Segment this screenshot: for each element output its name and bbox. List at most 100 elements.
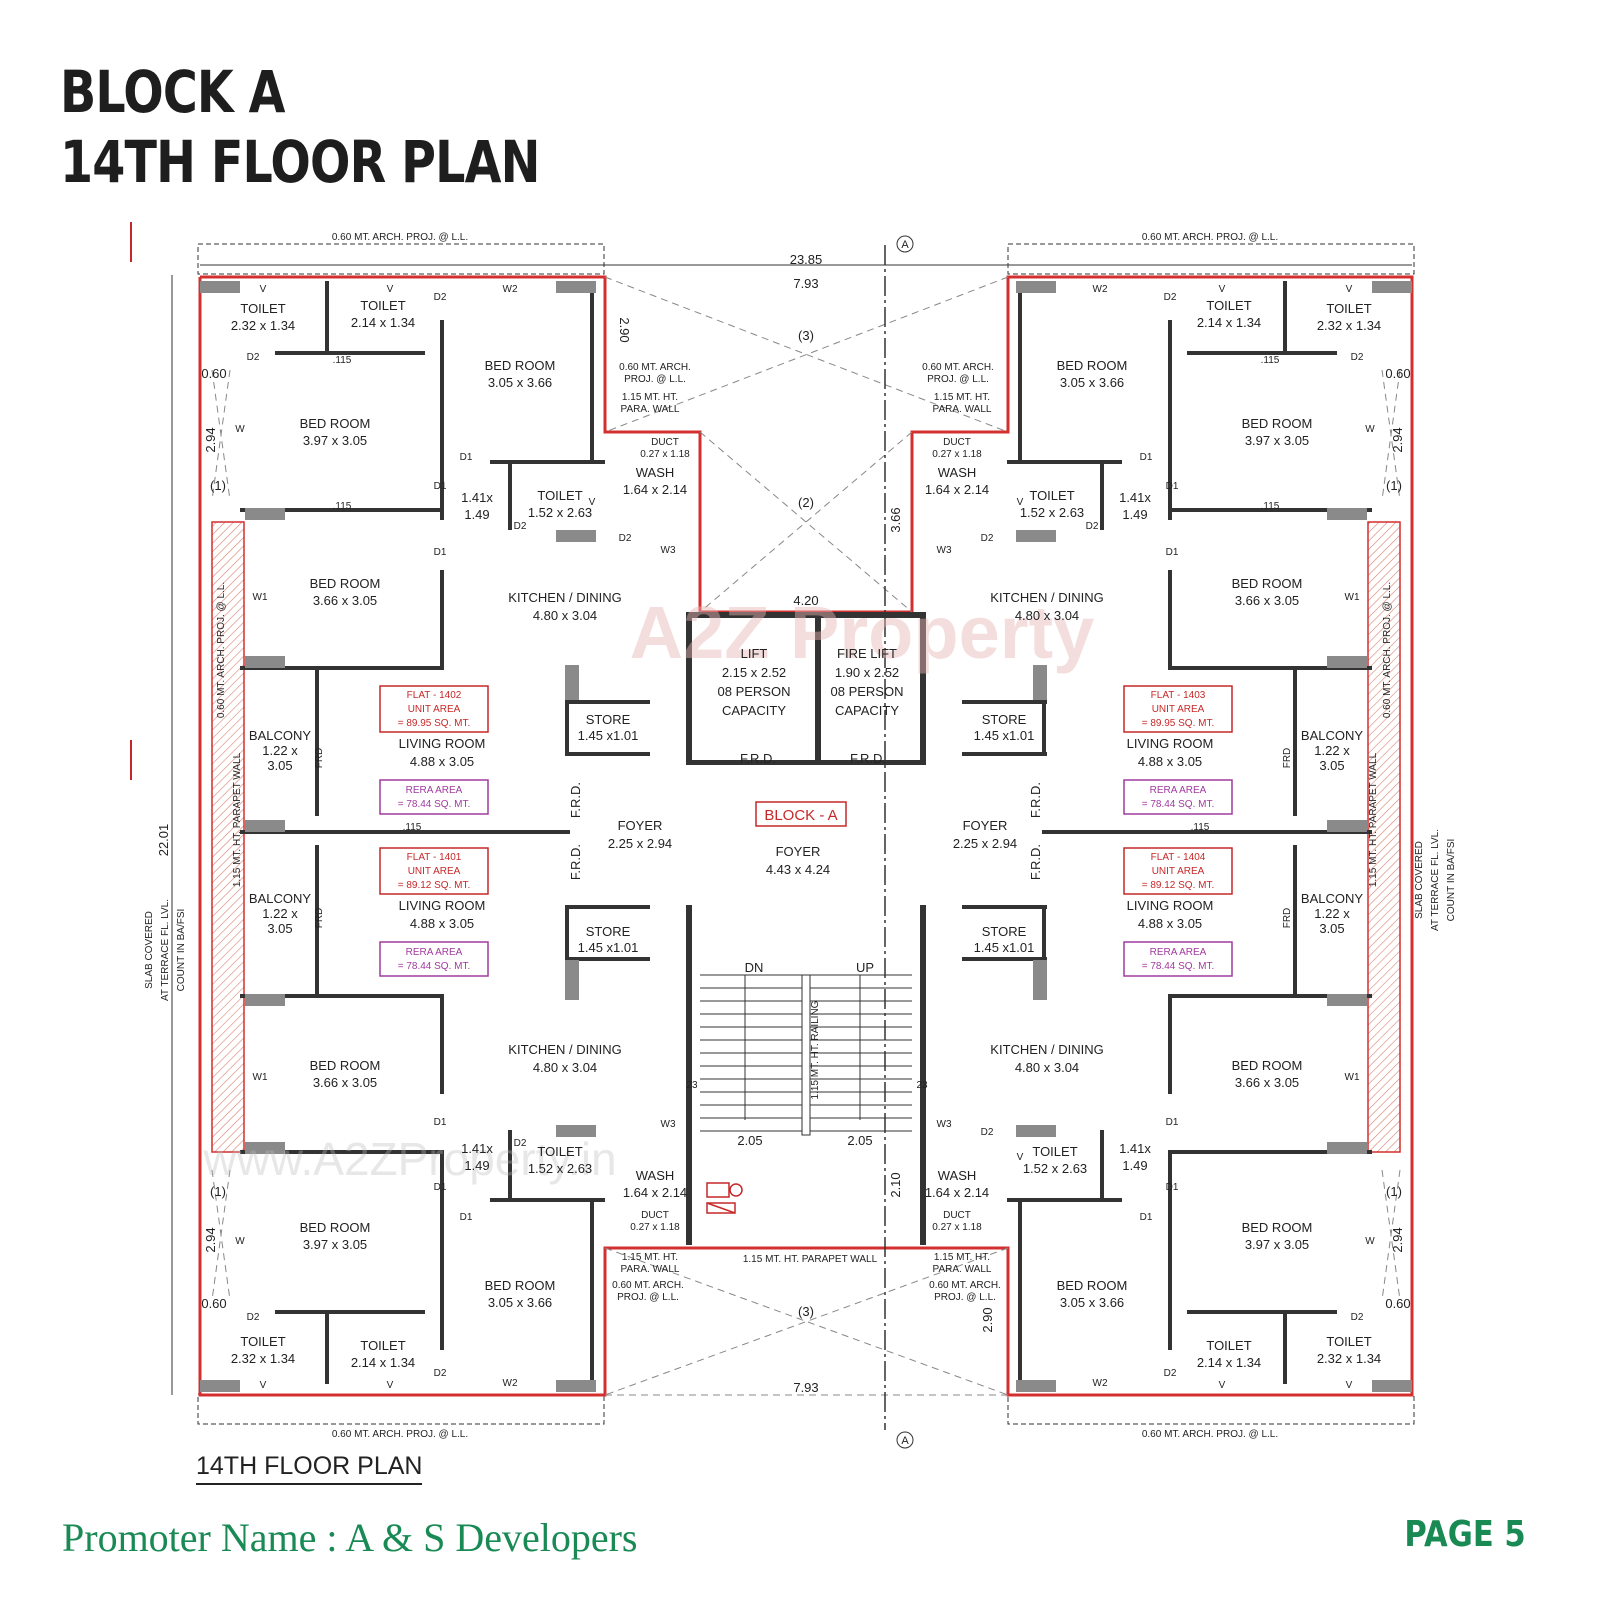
flat-rera-area: = 78.44 SQ. MT. <box>1142 961 1215 972</box>
room-dim: 2.14 x 1.34 <box>1197 1355 1261 1370</box>
dim-060: 0.60 <box>1385 1296 1410 1311</box>
frd-label: F.R.D. <box>1028 782 1043 818</box>
room-dim: 1.64 x 2.14 <box>623 482 687 497</box>
room-label: TOILET <box>537 488 582 503</box>
void-1: (1) <box>210 478 226 493</box>
room-dim: 3.66 x 3.05 <box>313 593 377 608</box>
room-label: BED ROOM <box>300 416 371 431</box>
window-tag: W3 <box>937 545 952 556</box>
room-label: TOILET <box>537 1144 582 1159</box>
passage: 1.49 <box>1122 507 1147 522</box>
room-dim: 4.80 x 3.04 <box>533 1060 597 1075</box>
room-dim: 3.66 x 3.05 <box>1235 593 1299 608</box>
room-dim: 2.14 x 1.34 <box>351 1355 415 1370</box>
dim-060: 0.60 <box>201 366 226 381</box>
window-tag: W2 <box>1093 284 1108 295</box>
stair-dn: DN <box>745 960 764 975</box>
room-label: TOILET <box>240 301 285 316</box>
room-label: BED ROOM <box>310 1058 381 1073</box>
vent-tag: V <box>387 1380 394 1391</box>
dim-23: 23 <box>916 1080 928 1091</box>
dim-060: 0.60 <box>201 1296 226 1311</box>
vent-tag: V <box>1219 1380 1226 1391</box>
door-tag: D1 <box>434 1117 447 1128</box>
room-label: TOILET <box>360 1338 405 1353</box>
window-tag: W <box>1365 424 1375 435</box>
flat-rera-label: RERA AREA <box>1150 785 1207 796</box>
room-label: KITCHEN / DINING <box>990 1042 1103 1057</box>
flat-rera-label: RERA AREA <box>406 785 463 796</box>
window-tag: W3 <box>661 545 676 556</box>
plan-caption: 14TH FLOOR PLAN <box>196 1452 423 1485</box>
duct-label: DUCT <box>943 437 971 448</box>
room-dim: 4.80 x 3.04 <box>1015 608 1079 623</box>
passage: 1.41x <box>461 1141 493 1156</box>
door-tag: D2 <box>247 1312 260 1323</box>
room-dim: 1.22 x <box>1314 743 1350 758</box>
fire-lift-dim: 1.90 x 2.52 <box>835 665 899 680</box>
door-tag: D1 <box>460 1212 473 1223</box>
fire-lift-label: FIRE LIFT <box>837 646 897 661</box>
room-dim: 3.97 x 3.05 <box>303 1237 367 1252</box>
window-tag: W <box>235 424 245 435</box>
slab-note: AT TERRACE FL. LVL. <box>160 899 171 1001</box>
room-dim: 1.64 x 2.14 <box>925 1185 989 1200</box>
staircase <box>700 974 912 1136</box>
lift-capacity: CAPACITY <box>722 703 786 718</box>
passage: 1.41x <box>461 490 493 505</box>
promoter-name: Promoter Name : A & S Developers <box>62 1515 638 1560</box>
room-label: TOILET <box>240 1334 285 1349</box>
room-label: BED ROOM <box>485 358 556 373</box>
dim-294: 2.94 <box>203 1227 218 1252</box>
arch-proj-label: 0.60 MT. ARCH. PROJ. @ L.L. <box>332 232 468 243</box>
void-1: (1) <box>1386 1184 1402 1199</box>
room-dim: 2.25 x 2.94 <box>953 836 1017 851</box>
room-label: KITCHEN / DINING <box>990 590 1103 605</box>
door-tag: D1 <box>434 481 447 492</box>
room-dim: 3.05 x 3.66 <box>1060 1295 1124 1310</box>
flat-unit-area: = 89.12 SQ. MT. <box>398 880 471 891</box>
flat-unit-area-label: UNIT AREA <box>1152 866 1205 877</box>
flat-unit-area: = 89.95 SQ. MT. <box>1142 718 1215 729</box>
room-dim: 4.88 x 3.05 <box>410 754 474 769</box>
room-dim: 3.05 x 3.66 <box>488 1295 552 1310</box>
room-label: WASH <box>938 465 977 480</box>
room-dim: 2.14 x 1.34 <box>351 315 415 330</box>
room-label: TOILET <box>1032 1144 1077 1159</box>
dim-210: 2.10 <box>888 1172 903 1197</box>
room-dim: 1.22 x <box>1314 906 1350 921</box>
frd-label: F.R.D. <box>568 782 583 818</box>
door-tag: D1 <box>1166 1117 1179 1128</box>
flat-number: FLAT - 1402 <box>407 690 462 701</box>
room-dim: 4.88 x 3.05 <box>1138 754 1202 769</box>
arch-small-label: PROJ. @ L.L. <box>927 374 989 385</box>
room-label: LIVING ROOM <box>399 736 486 751</box>
door-tag: D2 <box>514 521 527 532</box>
room-label: BED ROOM <box>1057 1278 1128 1293</box>
room-label: TOILET <box>360 298 405 313</box>
dim-366: 3.66 <box>888 507 903 532</box>
room-dim: 3.05 <box>1319 758 1344 773</box>
dim-205: 2.05 <box>847 1133 872 1148</box>
window-tag: W1 <box>253 1072 268 1083</box>
door-tag: D1 <box>434 1182 447 1193</box>
room-dim: 1.52 x 2.63 <box>1020 505 1084 520</box>
labels: 0.60 MT. ARCH. PROJ. @ L.L. 0.60 MT. ARC… <box>144 232 1457 1447</box>
block-label: BLOCK - A <box>764 807 837 824</box>
flat-rera-area: = 78.44 SQ. MT. <box>1142 799 1215 810</box>
door-tag: D1 <box>1140 452 1153 463</box>
fire-lift-capacity: 08 PERSON <box>831 684 904 699</box>
stair-railing: 1.15 MT. HT. RAILING <box>810 1000 821 1099</box>
room-label: LIVING ROOM <box>1127 736 1214 751</box>
lift-capacity: 08 PERSON <box>718 684 791 699</box>
room-dim: 1.45 x1.01 <box>974 728 1035 743</box>
vent-tag: V <box>1346 1380 1353 1391</box>
frd-tag: FRD <box>314 908 325 929</box>
room-label: BED ROOM <box>1242 416 1313 431</box>
arch-small-label: PROJ. @ L.L. <box>624 374 686 385</box>
dim-294: 2.94 <box>1390 427 1405 452</box>
room-label: BED ROOM <box>1057 358 1128 373</box>
room-label: BALCONY <box>1301 728 1363 743</box>
flat-rera-label: RERA AREA <box>1150 947 1207 958</box>
